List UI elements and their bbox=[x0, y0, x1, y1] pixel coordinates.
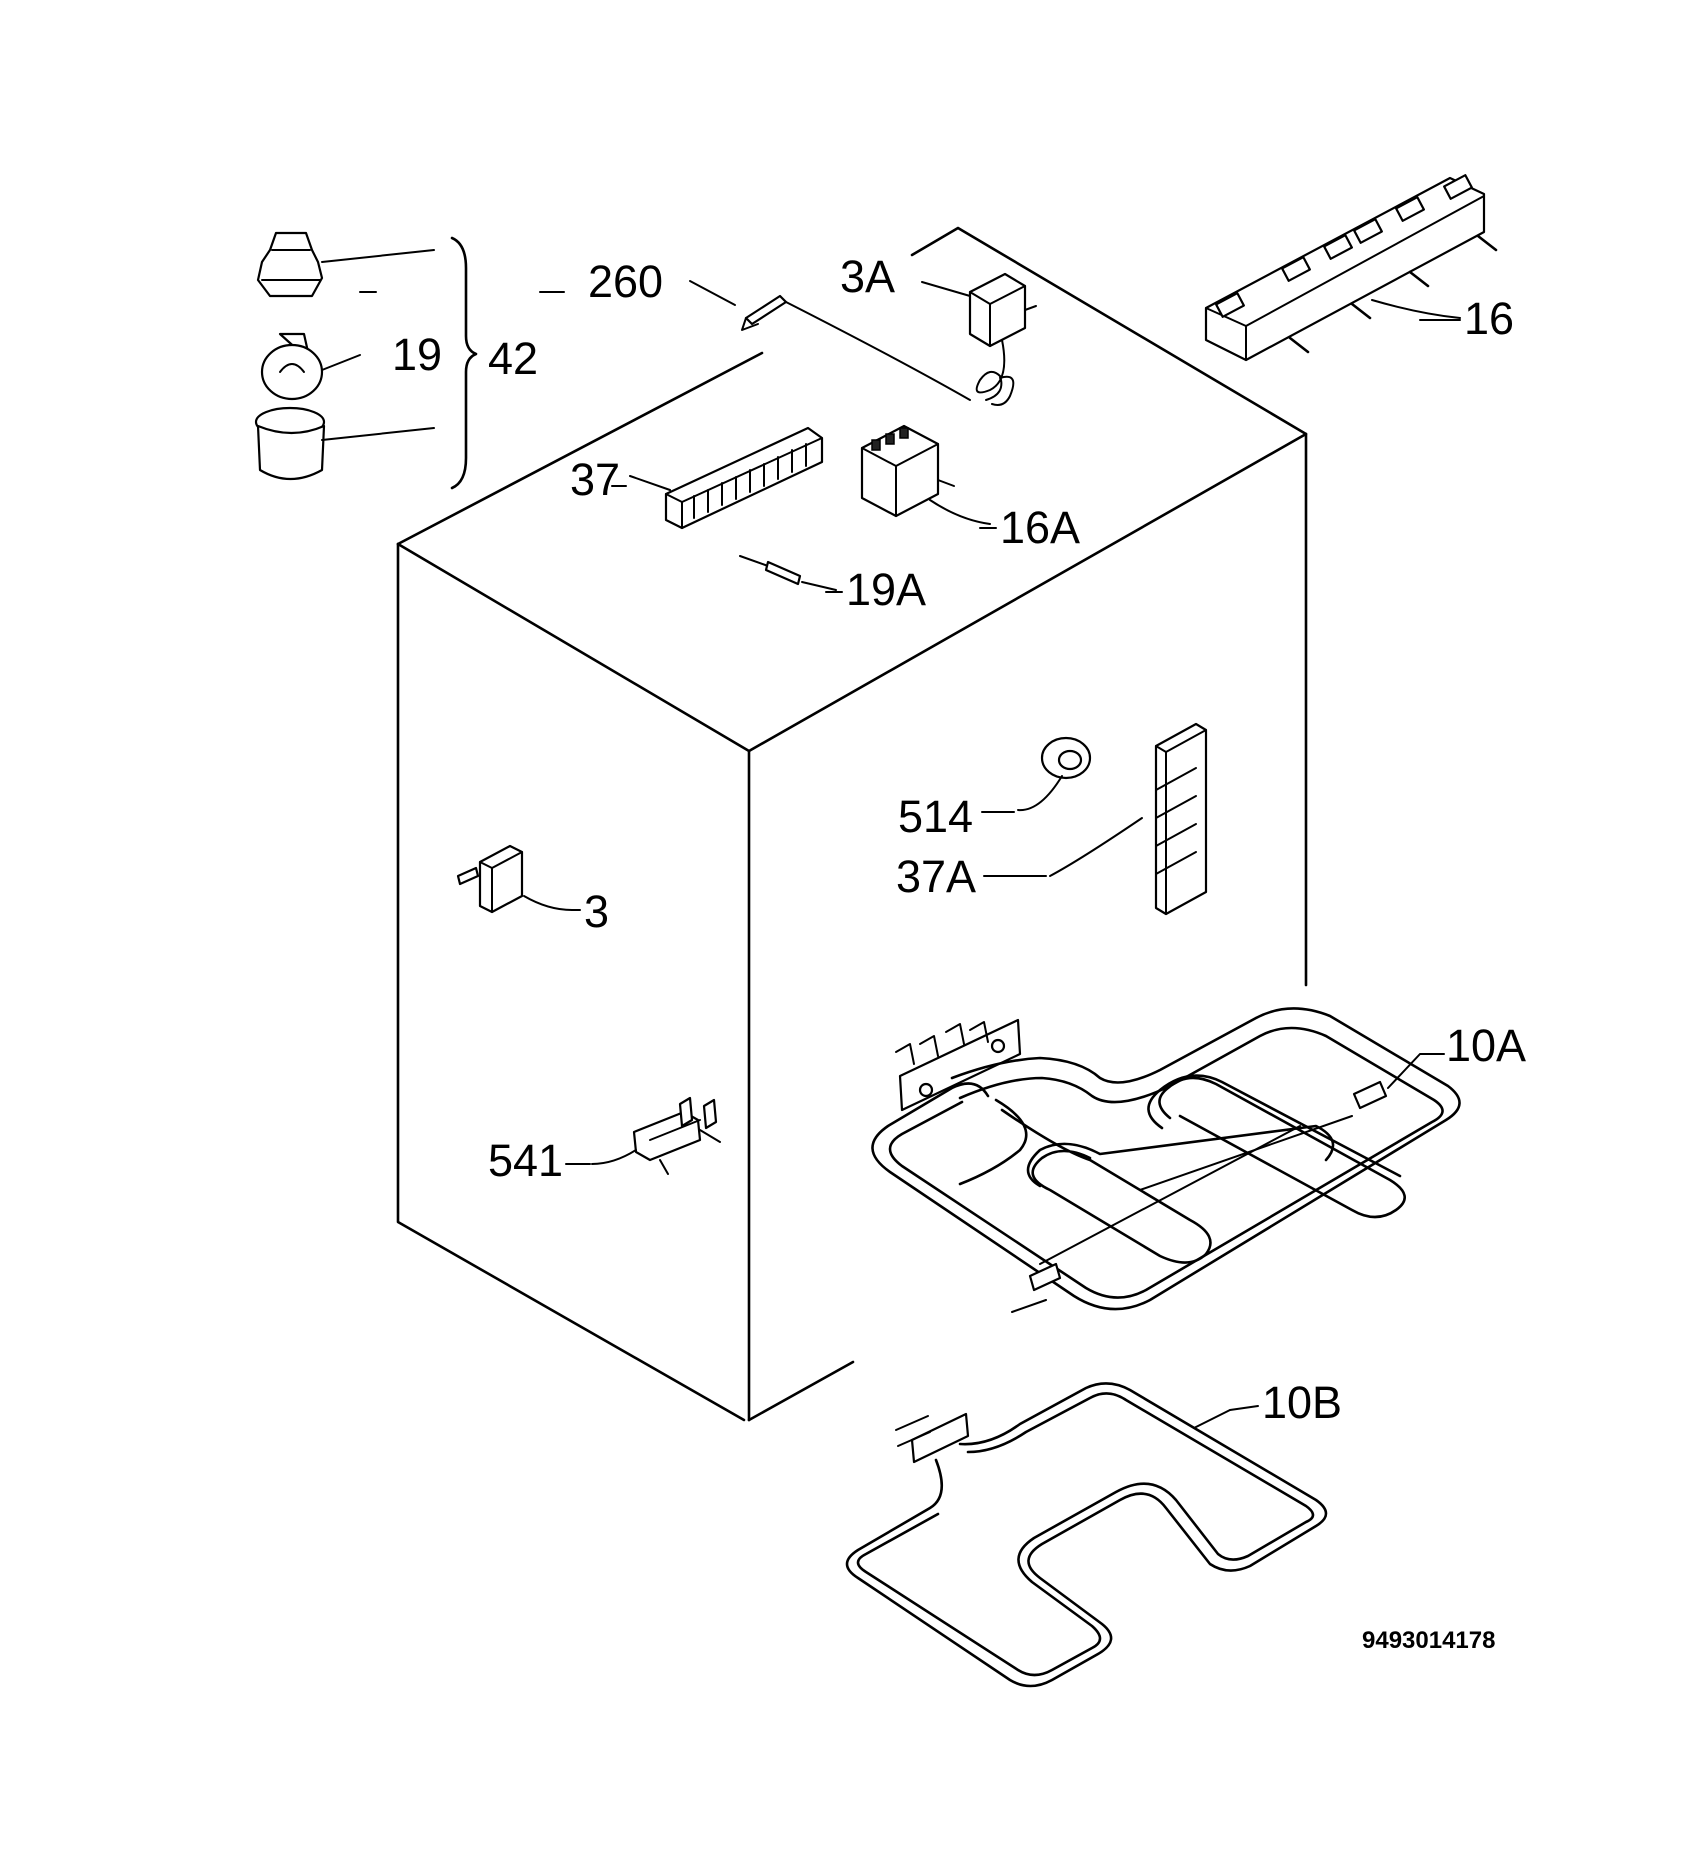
temperature-sensor-part bbox=[689, 280, 971, 401]
label-10A: 10A bbox=[1446, 1020, 1526, 1071]
leader-lines bbox=[359, 291, 1461, 1411]
label-3: 3 bbox=[584, 886, 609, 937]
label-42: 42 bbox=[488, 333, 538, 384]
oven-housing bbox=[396, 226, 1308, 1422]
thermal-cutout-part bbox=[456, 844, 573, 914]
label-19A: 19A bbox=[846, 564, 926, 615]
label-19: 19 bbox=[392, 329, 442, 380]
label-514: 514 bbox=[898, 791, 973, 842]
label-16A: 16A bbox=[1000, 502, 1080, 553]
label-260: 260 bbox=[588, 256, 663, 307]
part-labels: 260 3A 16 19 42 37 16A 19A 514 37A 3 10A… bbox=[392, 251, 1526, 1654]
vertical-terminal-block-part bbox=[1049, 722, 1208, 916]
terminal-strip-part bbox=[629, 426, 824, 530]
label-541: 541 bbox=[488, 1135, 563, 1186]
thermostat-part bbox=[921, 272, 1037, 406]
lamp-bulb-part bbox=[260, 332, 361, 401]
label-10B: 10B bbox=[1262, 1377, 1342, 1428]
door-switch-part bbox=[591, 1096, 721, 1175]
grill-element-part bbox=[871, 1007, 1461, 1313]
bracket-42-icon bbox=[450, 236, 478, 490]
lamp-cover-part bbox=[254, 406, 435, 480]
label-37A: 37A bbox=[896, 851, 976, 902]
grommet-part bbox=[1017, 736, 1092, 812]
switch-block-part bbox=[1204, 174, 1498, 362]
bottom-element-part bbox=[845, 1382, 1328, 1688]
lamp-holder-part bbox=[256, 231, 435, 298]
label-16: 16 bbox=[1464, 293, 1514, 344]
selector-switch-part bbox=[860, 424, 991, 525]
label-37: 37 bbox=[570, 454, 620, 505]
label-3A: 3A bbox=[840, 251, 895, 302]
small-lamp-part bbox=[739, 555, 837, 591]
document-code: 9493014178 bbox=[1362, 1627, 1495, 1654]
